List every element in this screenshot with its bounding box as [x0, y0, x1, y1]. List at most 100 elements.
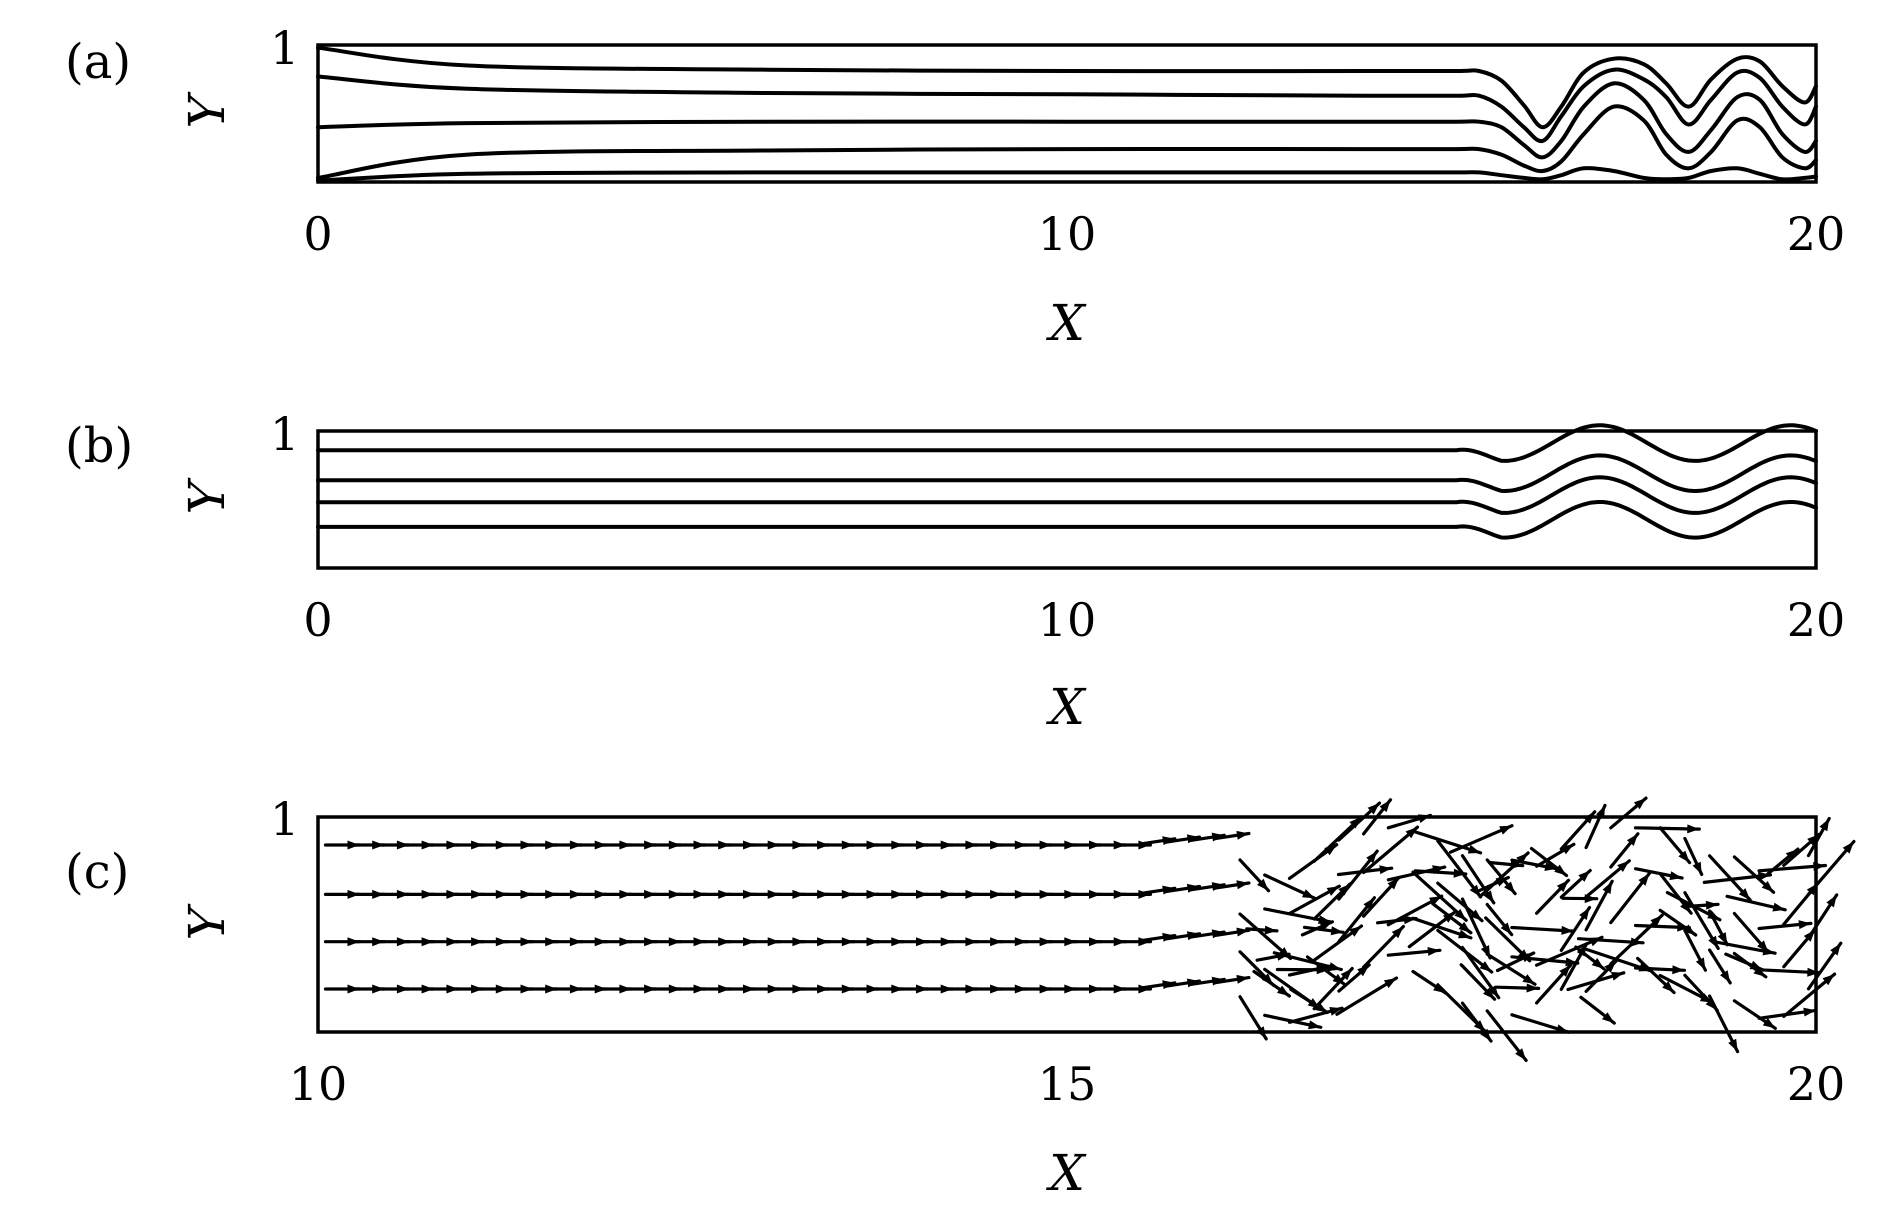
panel-c-arrow	[1485, 1009, 1528, 1063]
panel-b: (b) 1 Y 0 10 20 X	[65, 407, 1845, 736]
panel-c-arrow	[1287, 884, 1341, 916]
panel-c-ylabel: Y	[178, 904, 236, 941]
panel-c-arrow	[1584, 803, 1607, 850]
panel-a-xlabel: X	[1045, 294, 1087, 352]
panel-c-arrow	[1782, 832, 1821, 867]
panel-c-xtick-20: 20	[1787, 1057, 1846, 1111]
panel-c-arrow	[1336, 865, 1394, 877]
panel-c-arrow	[1665, 890, 1722, 922]
panel-c-arrow	[1448, 824, 1514, 854]
panel-c-arrow	[1707, 994, 1740, 1054]
panel-c-arrow	[1386, 947, 1442, 957]
panel-c-xlabel: X	[1045, 1144, 1087, 1202]
panel-c-arrow	[1683, 928, 1708, 972]
panel-c-arrow	[1534, 963, 1573, 1005]
panel-b-ylabel: Y	[178, 478, 236, 515]
panel-c-arrow	[1263, 907, 1333, 924]
panel-a-xtick-0: 0	[303, 207, 332, 261]
panel-c-arrow	[1337, 963, 1371, 993]
panel-c-arrow	[1561, 894, 1599, 904]
panel-c-arrow	[1460, 1001, 1493, 1043]
panel-c-arrow	[1361, 924, 1406, 969]
panel-c-arrow	[1766, 847, 1800, 876]
panel-c-arrow	[1411, 829, 1483, 855]
panel-a-frame	[316, 43, 1818, 184]
panel-c-arrow	[1725, 894, 1787, 912]
panel-c-arrow	[1576, 937, 1645, 947]
panel-b-xlabel: X	[1045, 678, 1087, 736]
panel-c-arrow	[1484, 916, 1532, 963]
panel-c-arrow	[1411, 916, 1473, 940]
panel-c-arrow	[1584, 879, 1614, 932]
panel-c-arrow	[1574, 945, 1606, 971]
panel-c-arrow	[1375, 915, 1418, 925]
panel-c-ytick-1: 1	[270, 792, 299, 846]
panel-c-arrow	[1494, 983, 1541, 993]
panel-c-arrow	[1312, 966, 1354, 1011]
panel-c-arrow	[1476, 875, 1511, 893]
panel-c-arrow	[1213, 974, 1251, 985]
panel-c-frame	[316, 815, 1818, 1034]
panel-b-xtick-0: 0	[303, 593, 332, 647]
panel-c-arrow	[1252, 969, 1292, 998]
panel-b-ytick-1: 1	[270, 407, 299, 461]
panel-b-streamlines	[316, 423, 1818, 540]
panel-b-label: (b)	[65, 418, 133, 474]
panel-c-arrow	[1485, 902, 1514, 937]
panel-c-arrow	[1683, 836, 1704, 877]
panel-c-arrow	[1584, 959, 1618, 994]
panel-c-arrow	[1529, 846, 1569, 878]
panel-a-streamline-3	[316, 81, 1818, 160]
panel-c-arrow	[1609, 832, 1640, 869]
panel-c-arrow	[1724, 952, 1765, 972]
panel-a-streamline-1	[316, 45, 1818, 130]
panel-b-streamline-2	[316, 453, 1818, 493]
panel-c-arrow	[1431, 902, 1473, 935]
panel-a-streamline-4	[316, 104, 1818, 180]
panel-c-arrow	[1460, 854, 1496, 905]
panel-c-arrow	[1534, 878, 1571, 915]
panel-a-ylabel: Y	[178, 92, 236, 129]
panel-c-arrow	[1413, 868, 1468, 878]
panel-c-arrow	[1609, 913, 1664, 966]
panel-b-xtick-20: 20	[1787, 593, 1846, 647]
panel-c-arrow	[1757, 920, 1813, 931]
panel-c-arrow	[1255, 952, 1291, 962]
panel-c-arrow	[1559, 905, 1592, 953]
panel-c-arrow	[1361, 825, 1420, 875]
panel-c-arrow	[1559, 868, 1592, 899]
panel-c-vector-field	[323, 796, 1856, 1063]
panel-c-label: (c)	[65, 844, 129, 900]
panel-c-arrow	[1361, 875, 1401, 918]
panel-c-arrow	[1806, 893, 1839, 940]
panel-c-xtick-10: 10	[289, 1057, 348, 1111]
panel-c-arrow	[1732, 999, 1777, 1030]
panel-c-arrow	[1300, 920, 1335, 937]
panel-c-arrow	[1436, 881, 1484, 923]
panel-c-arrow	[1584, 859, 1631, 899]
panel-c-arrow	[1263, 873, 1317, 900]
panel-b-streamline-1	[316, 423, 1818, 463]
panel-c-arrow	[1732, 855, 1776, 894]
panel-c-arrow	[1337, 896, 1377, 944]
panel-c-arrow	[1337, 849, 1379, 901]
panel-c-arrow	[1436, 839, 1483, 899]
panel-b-streamline-3	[316, 475, 1818, 515]
panel-c-arrow	[1636, 956, 1676, 995]
panel-a-xtick-20: 20	[1787, 207, 1846, 261]
panel-c-arrow	[1707, 948, 1732, 985]
panel-c-arrow	[1289, 987, 1329, 1015]
panel-a-streamlines	[316, 45, 1818, 183]
panel-c-arrow	[1287, 1006, 1344, 1024]
panel-a: (a) 1 Y 0 10 20 X	[65, 21, 1845, 352]
panel-c-arrow	[1213, 830, 1251, 841]
panel-b-frame	[316, 429, 1818, 570]
panel-c-arrow	[1806, 816, 1831, 858]
panel-c-arrow	[1312, 924, 1364, 962]
panel-c: (c) 1 Y 10 15 20 X	[65, 792, 1856, 1202]
panel-c-arrow	[1757, 967, 1822, 977]
panel-c-arrow	[1712, 940, 1777, 956]
panel-c-arrow	[1213, 880, 1251, 890]
panel-c-arrow	[1510, 925, 1576, 935]
